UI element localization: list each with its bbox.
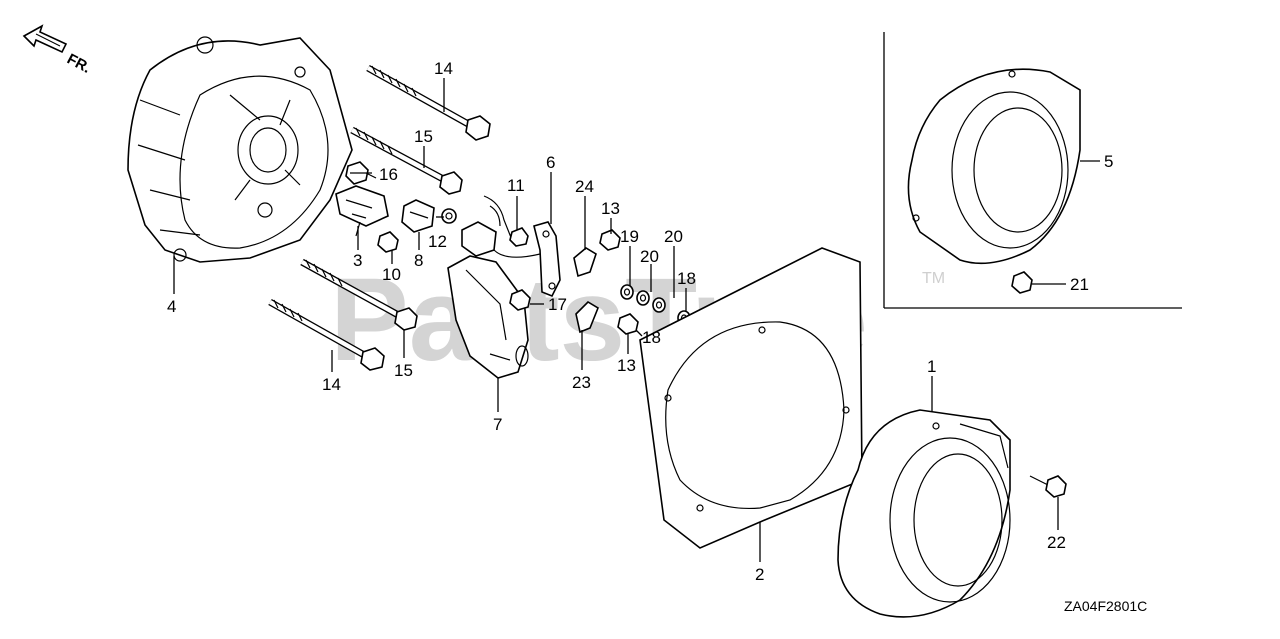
screw-18-lower-part [617,313,639,335]
callout-15-upper: 15 [414,127,433,146]
screw-11-part [509,227,529,247]
nut-12-part [441,208,457,224]
housing-5-part [907,68,1081,265]
callout-10: 10 [382,265,401,284]
callout-17: 17 [548,295,567,314]
callout-15-lower: 15 [394,361,413,380]
callout-12: 12 [428,232,447,251]
washer-19-part [620,284,634,300]
clip-23-part [575,300,599,334]
callout-14-upper: 14 [434,59,453,78]
callout-13-upper: 13 [601,199,620,218]
clip-24-part [573,247,597,278]
callout-6: 6 [546,153,555,172]
callout-18-lower: 18 [642,328,661,347]
callout-23: 23 [572,373,591,392]
switch-3-part [335,185,389,237]
switch-8-part [401,199,435,233]
bolt-15-upper-part [350,126,463,195]
callout-11: 11 [507,176,525,195]
callout-22: 22 [1047,533,1066,552]
bolt-14-upper-part [366,64,491,141]
callout-7: 7 [493,415,502,434]
callout-2: 2 [755,565,764,584]
callout-1: 1 [927,357,936,376]
callout-24: 24 [575,177,594,196]
gasket-2-part [639,247,863,549]
washer-20a-part [636,290,650,306]
callout-19: 19 [620,227,639,246]
bolt-21-part [1011,271,1033,294]
cover-7-part [447,255,529,379]
callout-8: 8 [414,251,423,270]
callout-3: 3 [353,251,362,270]
leader-lines [173,78,1100,562]
callout-16: 16 [379,165,398,184]
bolt-15-lower-part [300,258,418,331]
screw-17-part [509,289,531,311]
diagram-code: ZA04F2801C [1064,598,1147,614]
callout-20-b: 20 [664,227,683,246]
callout-18-upper: 18 [677,269,696,288]
callout-5: 5 [1104,152,1113,171]
screw-10-part [377,231,399,253]
crankcase-cover-part [127,36,353,263]
bolt-22-part [1029,475,1067,498]
callout-20-a: 20 [640,247,659,266]
washer-20b-part [652,297,666,313]
bracket-6-part [533,221,561,298]
housing-1-part [837,409,1011,618]
bolt-14-lower-part [268,298,385,371]
front-arrow-icon [22,24,68,54]
wire-harness-part [461,195,541,258]
callout-4: 4 [167,297,176,316]
front-marker-label: FR. [64,51,93,77]
callout-14-lower: 14 [322,375,341,394]
trademark-mark: TM [922,270,945,287]
screw-13-upper-part [599,229,621,251]
callout-13-lower: 13 [617,356,636,375]
callout-21: 21 [1070,275,1089,294]
